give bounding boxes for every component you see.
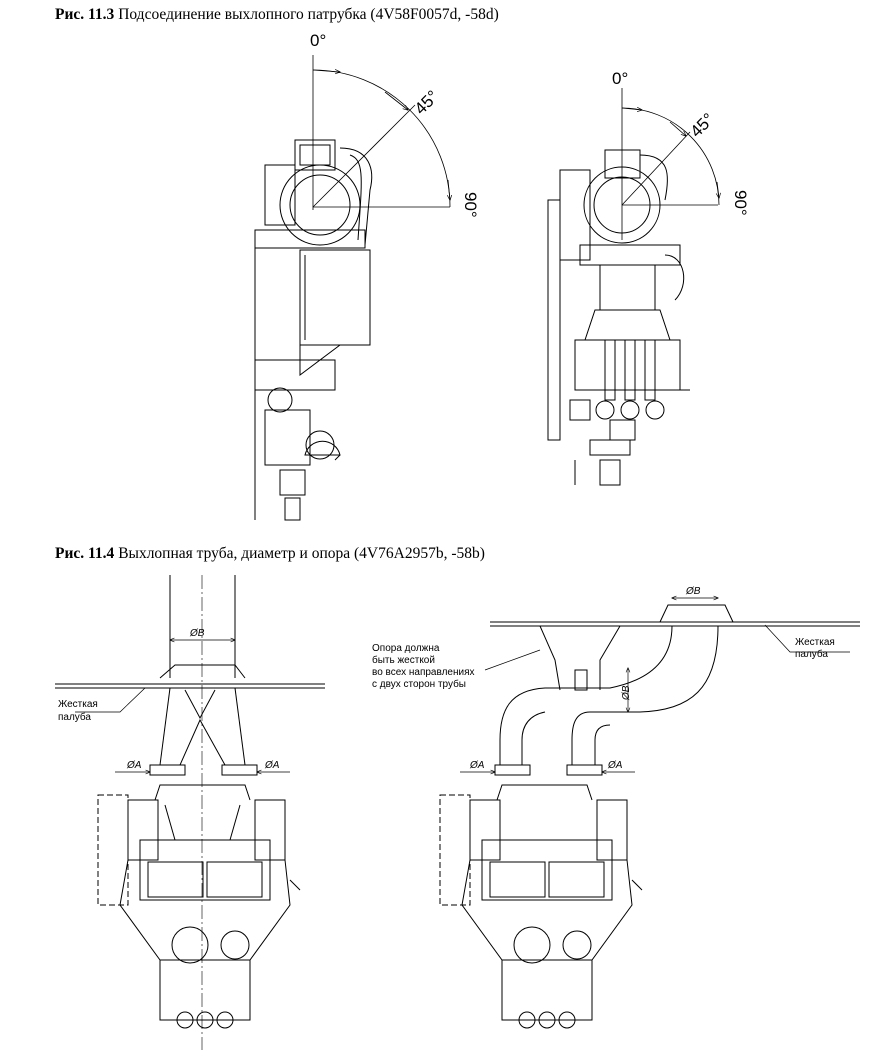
support-note: с двух сторон трубы	[372, 678, 466, 690]
support-note: быть жесткой	[372, 654, 435, 666]
dim-label-a: ØA	[264, 760, 280, 771]
exhaust-pipe-straight	[55, 575, 325, 1050]
support-note: Опора должна	[372, 643, 440, 654]
figure-title: Выхлопная труба, диаметр и опора (4V76A2…	[118, 545, 485, 562]
exhaust-pipe-bent	[439, 598, 860, 1029]
dim-label-a: ØA	[469, 760, 485, 771]
dim-label-b: ØB	[685, 586, 701, 597]
angle-label-90: 90°	[731, 190, 750, 216]
figure-title: Подсоединение выхлопного патрубка (4V58F…	[118, 6, 499, 23]
angle-label-90: 90°	[461, 192, 480, 218]
deck-label: палуба	[795, 648, 828, 660]
deck-label: Жесткая	[58, 699, 98, 710]
engine-end-view-right	[547, 88, 719, 486]
dim-label-b: ØB	[189, 628, 205, 639]
figure-number: Рис. 11.3	[55, 6, 115, 23]
angle-label-45: 45°	[411, 87, 443, 119]
angle-label-0: 0°	[310, 31, 326, 50]
figure-number: Рис. 11.4	[55, 545, 115, 562]
figure-caption-11-4: Рис. 11.4 Выхлопная труба, диаметр и опо…	[55, 545, 485, 563]
dim-label-b: ØB	[621, 685, 632, 701]
engine-side-view-left	[254, 55, 450, 521]
angle-label-45: 45°	[687, 109, 719, 141]
dim-label-a: ØA	[126, 760, 142, 771]
angle-label-0: 0°	[612, 69, 628, 88]
figure-caption-11-3: Рис. 11.3 Подсоединение выхлопного патру…	[55, 6, 499, 24]
dim-label-a: ØA	[607, 760, 623, 771]
support-note: во всех направлениях	[372, 667, 475, 678]
deck-label: Жесткая	[795, 637, 835, 648]
deck-label: палуба	[58, 711, 91, 723]
